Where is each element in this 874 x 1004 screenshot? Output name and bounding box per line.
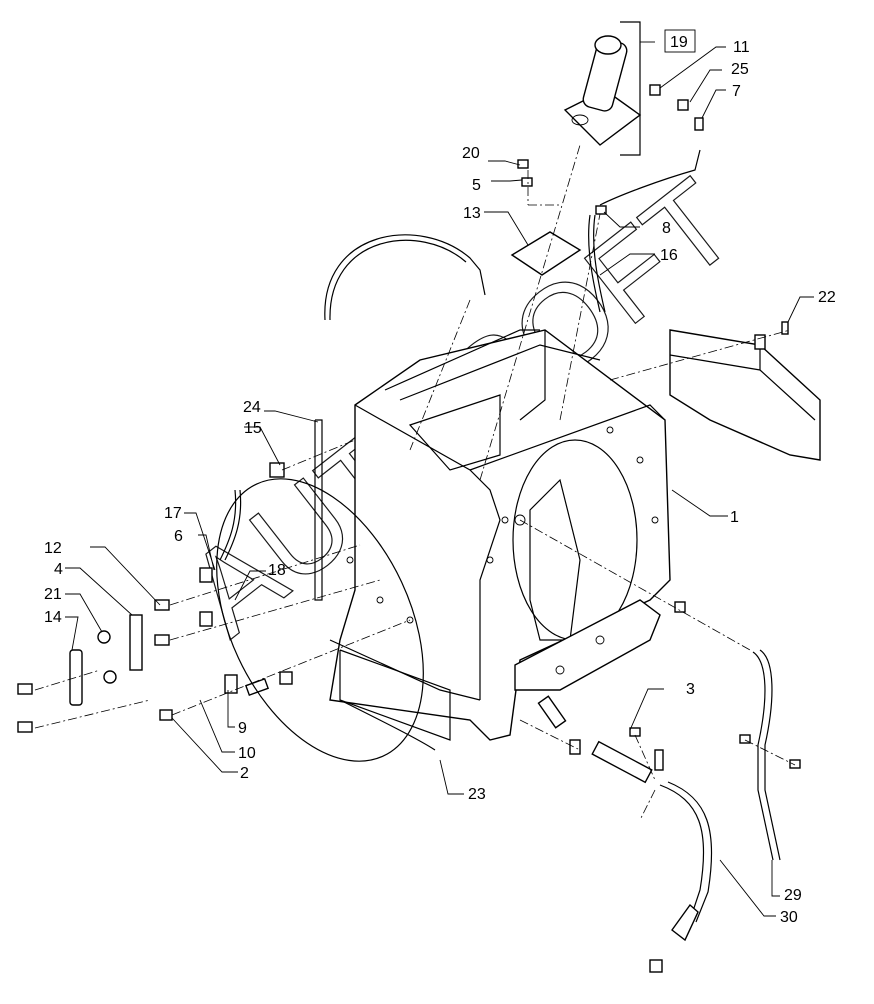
- label-24: 24: [243, 399, 261, 416]
- label-10: 10: [238, 745, 256, 762]
- label-22: 22: [818, 289, 836, 306]
- channel-bracket: [669, 321, 821, 461]
- label-21: 21: [44, 586, 62, 603]
- label-8: 8: [662, 220, 671, 237]
- label-29: 29: [784, 887, 802, 904]
- label-23: 23: [468, 786, 486, 803]
- label-5: 5: [472, 177, 481, 194]
- label-6: 6: [174, 528, 183, 545]
- label-3: 3: [686, 681, 695, 698]
- label-16: 16: [660, 247, 678, 264]
- filler-assembly: [510, 21, 704, 276]
- frame-holes: [346, 426, 659, 675]
- label-7: 7: [732, 83, 741, 100]
- label-18: 18: [268, 562, 286, 579]
- label-13: 13: [463, 205, 481, 222]
- gasket-sheets: [216, 419, 436, 762]
- label-12: 12: [44, 540, 62, 557]
- label-19: 19: [670, 34, 688, 51]
- label-14: 14: [44, 609, 62, 626]
- label-2: 2: [240, 765, 249, 782]
- label-1: 1: [730, 509, 739, 526]
- label-20: 20: [462, 145, 480, 162]
- main-frame: [329, 329, 671, 741]
- assembly-lines: [34, 144, 796, 821]
- label-25: 25: [731, 61, 749, 78]
- part-labels: 1 2 3 4 5 6 7 8 9 10 11 12 13 14 15 16 1…: [44, 34, 836, 926]
- label-17: 17: [164, 505, 182, 522]
- label-4: 4: [54, 561, 63, 578]
- label-15: 15: [244, 420, 262, 437]
- label-11: 11: [733, 39, 750, 56]
- label-19-box: [664, 29, 696, 53]
- hoses: [219, 149, 781, 942]
- label-30: 30: [780, 909, 798, 926]
- leader-lines: [65, 41, 814, 917]
- label-9: 9: [238, 720, 247, 737]
